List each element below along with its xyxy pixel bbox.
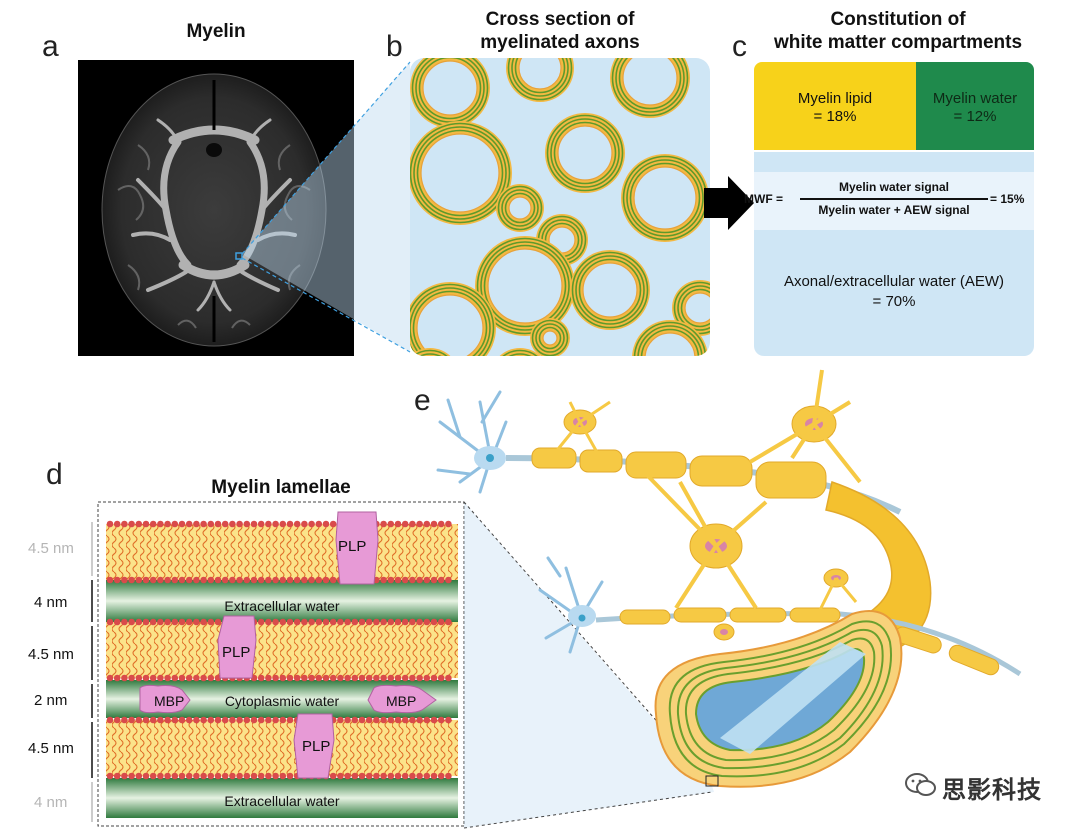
aew-text: Axonal/extracellular water (AEW) = 70%: [754, 272, 1034, 312]
cytoplasmic-water-label: Cytoplasmic water: [224, 693, 340, 709]
mbp-protein-2: [367, 684, 437, 714]
plp-label-2: PLP: [222, 644, 251, 661]
lamellae-zoom-marker: [705, 775, 719, 787]
dim-label-3: 4.5 nm: [28, 646, 74, 663]
panel-b-title: Cross section of myelinated axons: [410, 8, 710, 54]
axon-9: [475, 236, 575, 336]
myelin-lipid-label: Myelin lipid: [797, 90, 873, 107]
axon-2: [506, 58, 574, 102]
plp-label-1: PLP: [338, 538, 367, 555]
myelinated-axons: [410, 58, 710, 356]
mbp-label-1: MBP: [154, 693, 185, 709]
axon-3: [610, 58, 690, 118]
panel-b-letter: b: [386, 30, 403, 63]
axon-6: [496, 184, 544, 232]
plp-protein-2: [217, 615, 257, 679]
axon-cross-section: [410, 58, 710, 356]
axon-14: [632, 320, 708, 356]
extracellular-water-label-2: Extracellular water: [224, 793, 340, 809]
oligodendrocytes: [552, 369, 862, 641]
panel-c-title-line1: Constitution of: [830, 9, 966, 30]
panel-c-letter: c: [732, 30, 747, 63]
panel-c-title: Constitution of white matter compartment…: [748, 8, 1048, 54]
neuron-1: [436, 390, 508, 494]
plp-label-3: PLP: [302, 738, 331, 755]
formula-rhs: = 15%: [990, 192, 1025, 206]
myelin-water-value: = 12%: [953, 108, 997, 125]
panel-c-title-line2: white matter compartments: [773, 32, 1023, 53]
axon-1-myelin-segments: [505, 447, 932, 653]
dim-label-6: 4 nm: [34, 794, 68, 811]
myelin-lamellae-diagram: [91, 501, 465, 827]
myelin-lipid-value: = 18%: [813, 108, 857, 125]
mbp-label-2: MBP: [386, 693, 417, 709]
brain-mri-image: [78, 60, 354, 356]
plp-protein-1: [335, 511, 379, 585]
formula-denominator: Myelin water + AEW signal: [818, 203, 970, 217]
aew-label: Axonal/extracellular water (AEW): [783, 273, 1005, 290]
myelin-water-label: Myelin water: [932, 90, 1018, 107]
mbp-protein-1: [139, 684, 191, 714]
neuron-2: [538, 556, 604, 654]
panel-d-letter: d: [46, 458, 63, 491]
dim-label-5: 4.5 nm: [28, 740, 74, 757]
formula-lhs: MWF =: [744, 192, 783, 206]
panel-a-letter: a: [42, 30, 59, 63]
lipid-head-groups: [106, 520, 452, 780]
panel-b-title-line2: myelinated axons: [480, 32, 640, 53]
mwf-formula-band: [754, 172, 1034, 230]
axon-12: [530, 318, 570, 356]
formula-fraction-bar: [800, 198, 988, 200]
panel-a-title: Myelin: [186, 21, 246, 42]
axon-15: [490, 348, 550, 356]
axon-4: [410, 121, 512, 225]
myelin-water-block: Myelin water = 12%: [916, 62, 1034, 150]
dim-label-4: 2 nm: [34, 692, 68, 709]
axon-16: [410, 348, 460, 356]
panel-d-title: Myelin lamellae: [211, 477, 351, 498]
panel-e-letter: e: [414, 384, 431, 417]
formula-numerator: Myelin water signal: [838, 180, 950, 194]
extracellular-water-label-1: Extracellular water: [224, 598, 340, 614]
axon-10: [570, 250, 650, 330]
zoom-region-marker: [235, 252, 243, 260]
myelin-lipid-block: Myelin lipid = 18%: [754, 62, 916, 150]
axon-7: [621, 154, 709, 242]
panel-b-title-line1: Cross section of: [485, 9, 635, 30]
aew-value: = 70%: [872, 293, 916, 310]
axon-2-myelin-segments: [595, 607, 1022, 677]
dim-label-2: 4 nm: [34, 594, 68, 611]
plp-protein-3: [293, 713, 335, 779]
dim-label-1: 4.5 nm: [28, 540, 74, 557]
myelin-sheath-cross-section: [654, 610, 903, 788]
neuron-oligodendrocyte-illustration: [436, 369, 1022, 788]
axon-5: [545, 113, 625, 193]
wechat-icon: [904, 772, 938, 798]
axon-11: [672, 280, 710, 336]
watermark-text: 思影科技: [942, 777, 1042, 804]
arrow-right-icon: [704, 176, 754, 230]
